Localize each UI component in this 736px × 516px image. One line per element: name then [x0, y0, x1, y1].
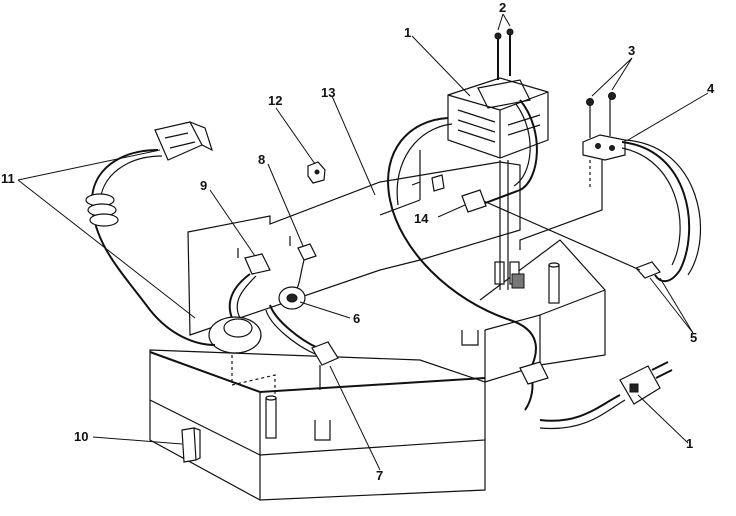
- transformer: [447, 77, 549, 159]
- ferrite-core-left: [208, 316, 262, 354]
- component-9: [228, 248, 271, 319]
- callout-8-component: 8: [258, 152, 266, 167]
- component-8: [289, 236, 317, 293]
- callout-5-connectors: 5: [690, 330, 698, 345]
- assembly-guides: [231, 160, 591, 395]
- enclosure-base: [149, 239, 606, 501]
- terminal-block: [582, 92, 626, 161]
- circuit-board: [187, 150, 521, 336]
- callout-11-cable: 11: [1, 171, 15, 186]
- callout-14-component: 14: [414, 211, 429, 226]
- transformer-screws: [494, 28, 514, 80]
- bracket-10: [181, 427, 201, 463]
- interface-cable: [85, 121, 216, 346]
- leader-lines: [17, 13, 709, 471]
- connector-clip-7: [311, 341, 339, 390]
- callout-1-power-cord: 1: [686, 436, 694, 451]
- callout-7-clip: 7: [376, 468, 384, 483]
- wire-harness: [469, 139, 701, 283]
- transformer-wires: [387, 99, 538, 371]
- callout-3-screws: 3: [628, 43, 636, 58]
- cable-clip-12: [307, 161, 326, 184]
- board-component-14: [411, 174, 487, 213]
- callout-4-terminal-block: 4: [707, 81, 715, 96]
- callout-10-bracket: 10: [74, 429, 89, 444]
- callout-6-ferrite: 6: [353, 311, 361, 326]
- callout-1-transformer: 1: [404, 25, 412, 40]
- ferrite-core-right: [265, 286, 319, 355]
- callout-9-component: 9: [200, 178, 208, 193]
- power-cord: [519, 361, 673, 430]
- callout-13-board: 13: [321, 85, 336, 100]
- callout-12-clip: 12: [268, 93, 283, 108]
- callout-2-screws: 2: [499, 0, 507, 15]
